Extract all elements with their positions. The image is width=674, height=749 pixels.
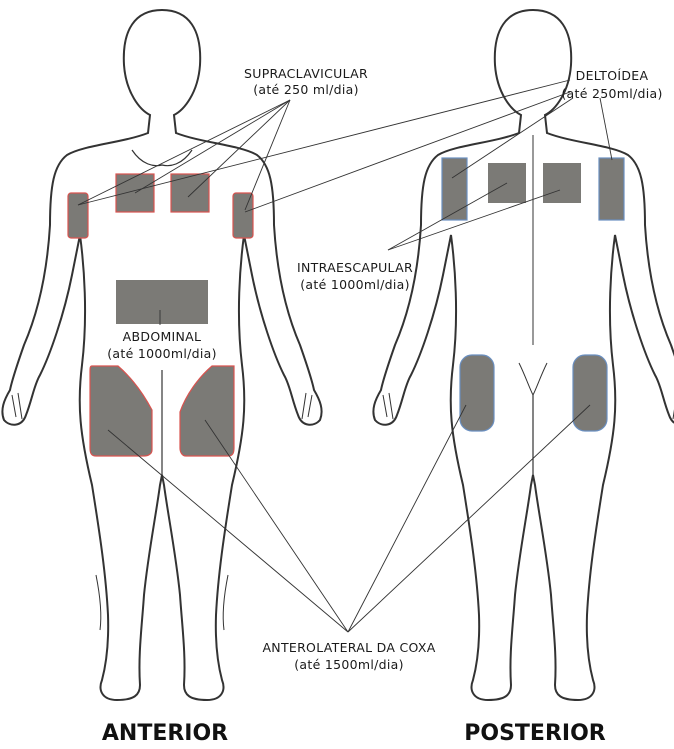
anterolateral-label: ANTEROLATERAL DA COXA (até 1500ml/dia) [262, 640, 435, 672]
anterolateral-name: ANTEROLATERAL DA COXA [262, 640, 435, 655]
deltoidea-label: DELTOÍDEA (até 250ml/dia) [561, 68, 662, 101]
abdominal-volume: (até 1000ml/dia) [107, 346, 217, 361]
site-deltoid-back-right [599, 158, 624, 220]
site-thigh-back-left [460, 355, 494, 431]
posterior-body [373, 10, 674, 700]
supraclavicular-name: SUPRACLAVICULAR [244, 66, 368, 81]
anterolateral-volume: (até 1500ml/dia) [294, 657, 404, 672]
deltoidea-volume: (até 250ml/dia) [561, 86, 662, 101]
intraescapular-name: INTRAESCAPULAR [297, 260, 413, 275]
posterior-title: POSTERIOR [464, 721, 606, 746]
anterior-title: ANTERIOR [102, 721, 228, 746]
site-deltoid-right [233, 193, 253, 238]
supraclavicular-volume: (até 250 ml/dia) [253, 82, 359, 97]
site-intrascapular-right [543, 163, 581, 203]
site-deltoid-back-left [442, 158, 467, 220]
abdominal-name: ABDOMINAL [123, 329, 202, 344]
site-thigh-back-right [573, 355, 607, 431]
site-deltoid-left [68, 193, 88, 238]
supraclavicular-label: SUPRACLAVICULAR (até 250 ml/dia) [244, 66, 368, 97]
intraescapular-label: INTRAESCAPULAR (até 1000ml/dia) [297, 260, 413, 292]
deltoidea-name: DELTOÍDEA [576, 68, 649, 83]
site-abdominal [116, 280, 208, 324]
intraescapular-volume: (até 1000ml/dia) [300, 277, 410, 292]
